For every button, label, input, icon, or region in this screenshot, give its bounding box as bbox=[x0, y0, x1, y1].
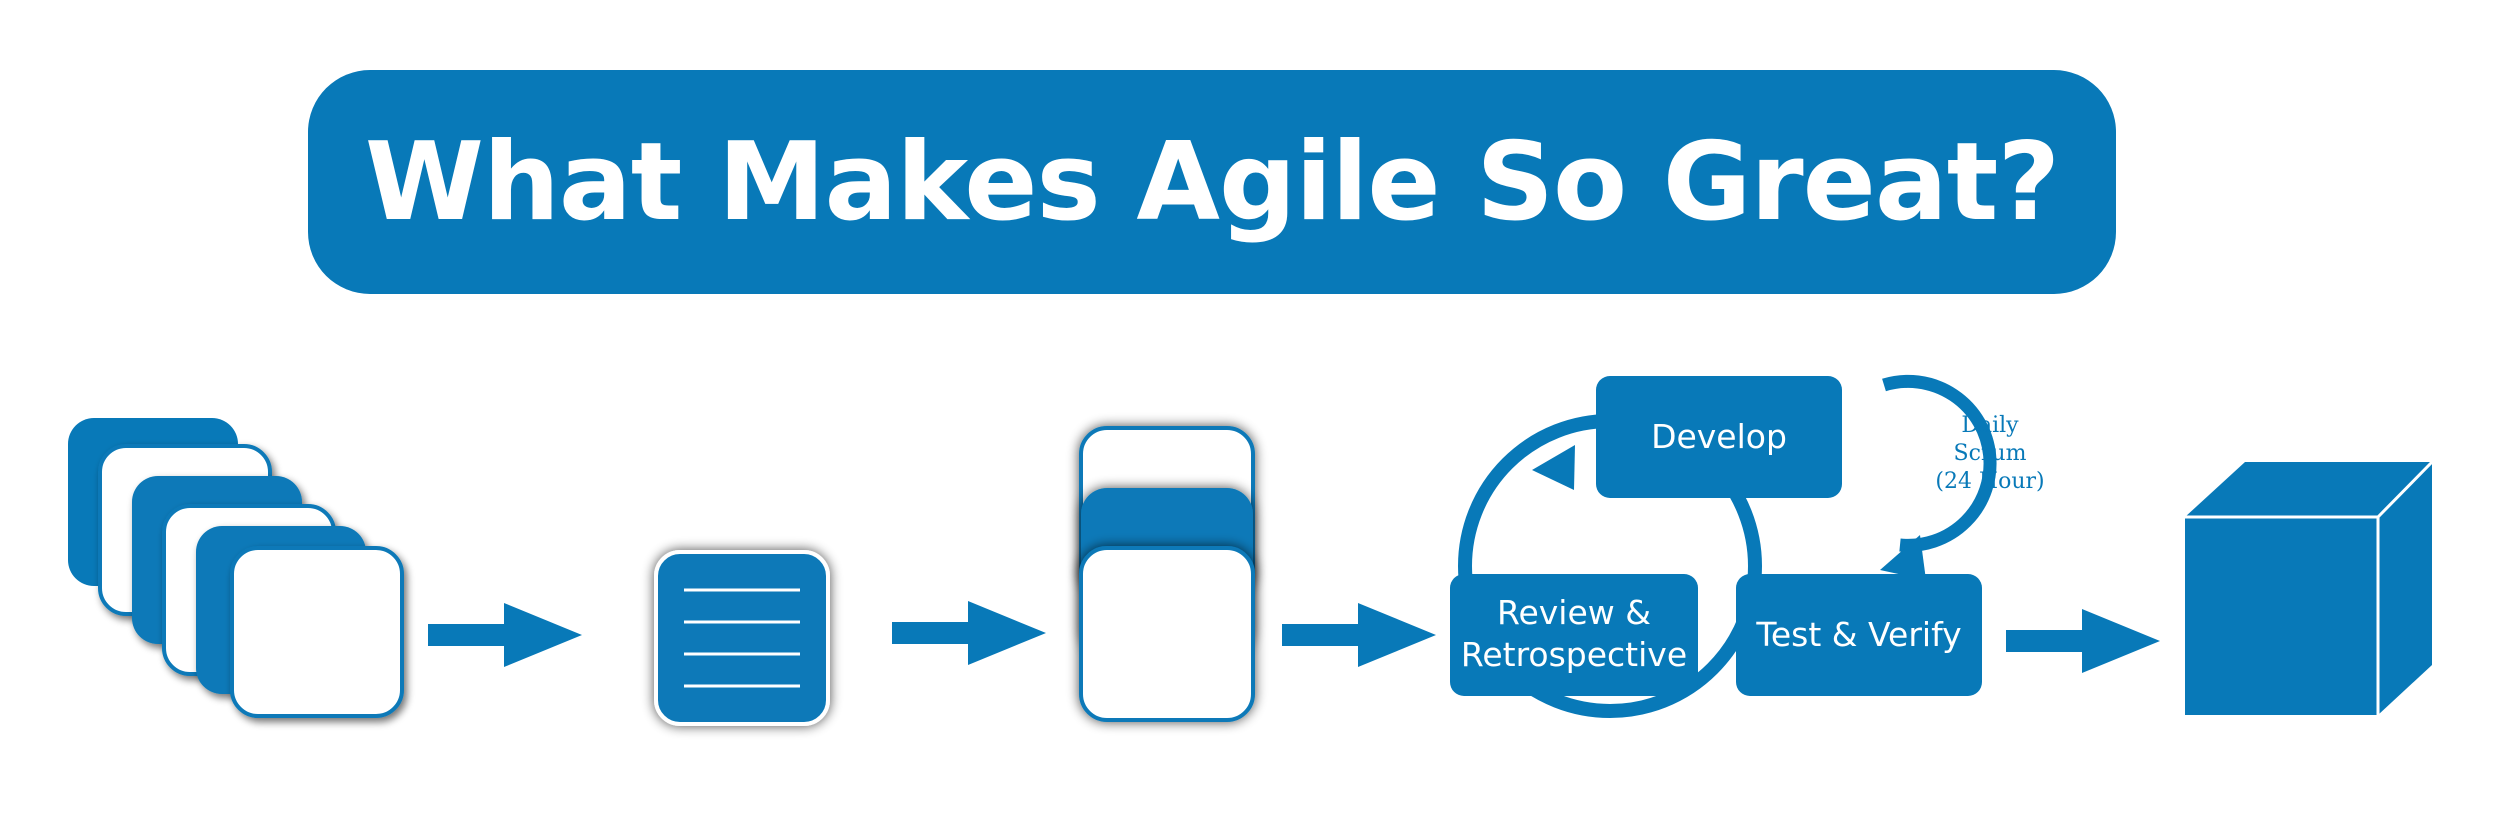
daily-scrum-loop-icon bbox=[1880, 374, 1997, 580]
arrow-right-icon bbox=[428, 603, 582, 667]
review-retrospective-box bbox=[1450, 574, 1698, 696]
arrow-right-icon bbox=[1282, 603, 1436, 667]
test-verify-label: Test & Verify bbox=[1755, 615, 1961, 654]
cycle-arrowhead-icon bbox=[1532, 445, 1575, 490]
product-increment-cube-icon bbox=[2185, 460, 2434, 715]
sprint-backlog-icon bbox=[654, 550, 830, 726]
review-label-line1: Review & bbox=[1497, 593, 1651, 632]
sprint-stack-icon bbox=[1079, 426, 1255, 722]
page-title: What Makes Agile So Great? bbox=[364, 119, 2060, 245]
backlog-stack-icon bbox=[68, 418, 404, 718]
daily-scrum-label-line2: Scrum bbox=[1954, 441, 2027, 466]
daily-scrum-label-line1: Daily bbox=[1961, 413, 2019, 438]
daily-scrum-label-line3: (24 Hour) bbox=[1935, 469, 2044, 494]
title-banner: What Makes Agile So Great? bbox=[308, 70, 2116, 294]
develop-box bbox=[1596, 376, 1842, 498]
review-label-line2: Retrospective bbox=[1461, 635, 1687, 674]
arrow-right-icon bbox=[2006, 609, 2160, 673]
arrow-right-icon bbox=[892, 601, 1046, 665]
develop-label: Develop bbox=[1651, 417, 1787, 456]
test-verify-box bbox=[1736, 574, 1982, 696]
